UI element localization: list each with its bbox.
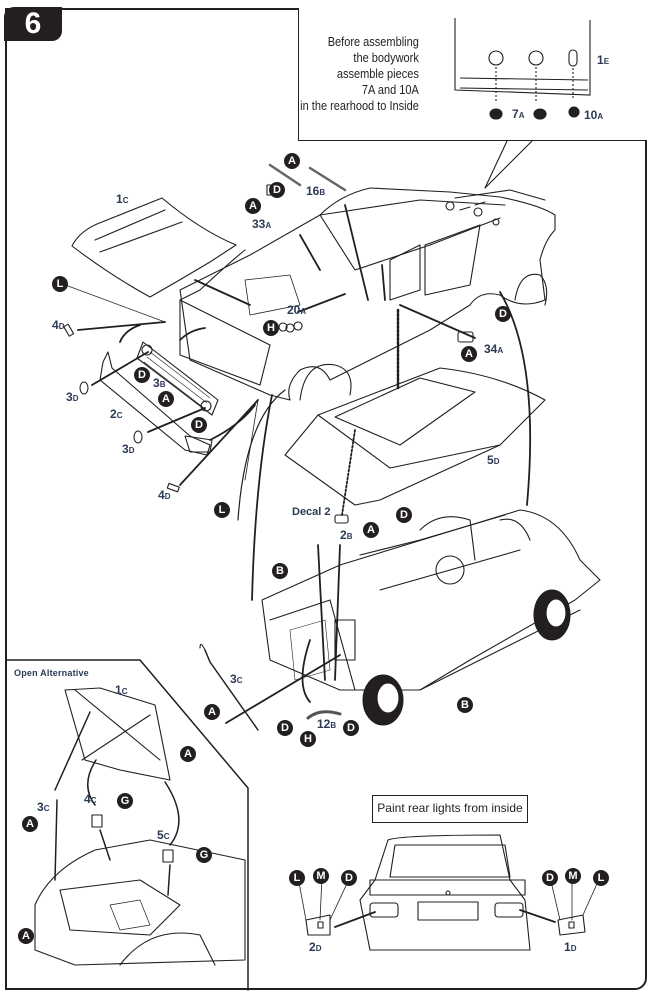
callout-pointer <box>484 140 533 189</box>
part-label-1d: 1D <box>564 940 577 954</box>
wheels <box>362 589 571 726</box>
part-label-2c: 2C <box>110 407 123 421</box>
marker-a: A <box>461 346 477 362</box>
part-label-1c: 1C <box>116 192 129 206</box>
hardtop-part-5d <box>284 367 546 506</box>
grille-part-3b <box>136 341 219 416</box>
open-alternative-title: Open Alternative <box>14 668 89 678</box>
marker-b: B <box>457 697 473 713</box>
part-label-1e: 1E <box>597 53 610 67</box>
part-label-33a: 33A <box>252 217 272 231</box>
callout-art <box>454 18 591 120</box>
rear-light-parts <box>305 909 586 936</box>
alt-part-label-5c: 5C <box>157 828 170 842</box>
marker-h: H <box>300 731 316 747</box>
marker-l: L <box>289 870 305 886</box>
callout-line: 7A and 10A <box>362 83 419 97</box>
callout-line: assemble pieces <box>337 67 419 81</box>
part-label-4d-top: 4D <box>52 318 65 332</box>
part-label-10a: 10A <box>584 108 604 122</box>
marker-d: D <box>495 306 511 322</box>
marker-d: D <box>396 507 412 523</box>
prop-rod-part-3c <box>199 643 259 731</box>
marker-m: M <box>313 868 329 884</box>
decal-label: Decal 2 <box>292 506 331 518</box>
part-label-5d: 5D <box>487 453 500 467</box>
marker-h: H <box>263 320 279 336</box>
marker-d: D <box>542 870 558 886</box>
part-label-7a: 7A <box>512 107 525 121</box>
part-label-4d-bottom: 4D <box>158 488 171 502</box>
part-label-3c: 3C <box>230 672 243 686</box>
marker-a: A <box>204 704 220 720</box>
part-label-3d-bottom: 3D <box>122 442 135 456</box>
part-label-20a: 20A <box>287 303 307 317</box>
part-label-2b: 2B <box>340 528 353 542</box>
callout-line: Before assembling <box>327 35 419 49</box>
rear-car-view <box>359 834 531 951</box>
part-label-12b: 12B <box>317 717 337 731</box>
callout-line: the bodywork <box>353 51 419 65</box>
marker-l: L <box>214 502 230 518</box>
marker-l: L <box>593 870 609 886</box>
marker-g: G <box>117 793 133 809</box>
marker-m: M <box>565 868 581 884</box>
callout-box: Before assembling the bodywork assemble … <box>298 8 647 141</box>
open-alternative-illustration <box>34 687 246 966</box>
marker-a: A <box>363 522 379 538</box>
marker-a: A <box>158 391 174 407</box>
marker-a: A <box>245 198 261 214</box>
marker-d: D <box>134 367 150 383</box>
marker-d: D <box>277 720 293 736</box>
hood-part-1c <box>71 197 237 298</box>
step-number-badge: 6 <box>4 7 62 41</box>
marker-a: A <box>284 153 300 169</box>
alt-part-label-3c: 3C <box>37 800 50 814</box>
alt-part-label-1c: 1C <box>115 683 128 697</box>
marker-b: B <box>272 563 288 579</box>
marker-d: D <box>269 182 285 198</box>
marker-g: G <box>196 847 212 863</box>
marker-a: A <box>180 746 196 762</box>
part-label-2d: 2D <box>309 940 322 954</box>
marker-d: D <box>191 417 207 433</box>
bumper-part-2c <box>99 351 213 456</box>
marker-d: D <box>341 870 357 886</box>
hose-part-12b <box>306 710 342 720</box>
alt-part-label-4c: 4C <box>84 792 97 806</box>
assembly-arrows <box>77 204 532 724</box>
marker-a: A <box>18 928 34 944</box>
part-label-34a: 34A <box>484 342 504 356</box>
part-label-3b: 3B <box>153 376 166 390</box>
marker-d: D <box>343 720 359 736</box>
paint-rear-lights-note: Paint rear lights from inside <box>372 795 528 823</box>
open-alternative-inset-frame <box>6 659 249 991</box>
part-label-3d-top: 3D <box>66 390 79 404</box>
marker-l: L <box>52 276 68 292</box>
callout-line: in the rearhood to Inside <box>300 99 419 113</box>
car-body <box>179 187 556 401</box>
callout-instructions: Before assembling the bodywork assemble … <box>300 34 419 114</box>
marker-a: A <box>22 816 38 832</box>
part-label-16b: 16B <box>306 184 326 198</box>
